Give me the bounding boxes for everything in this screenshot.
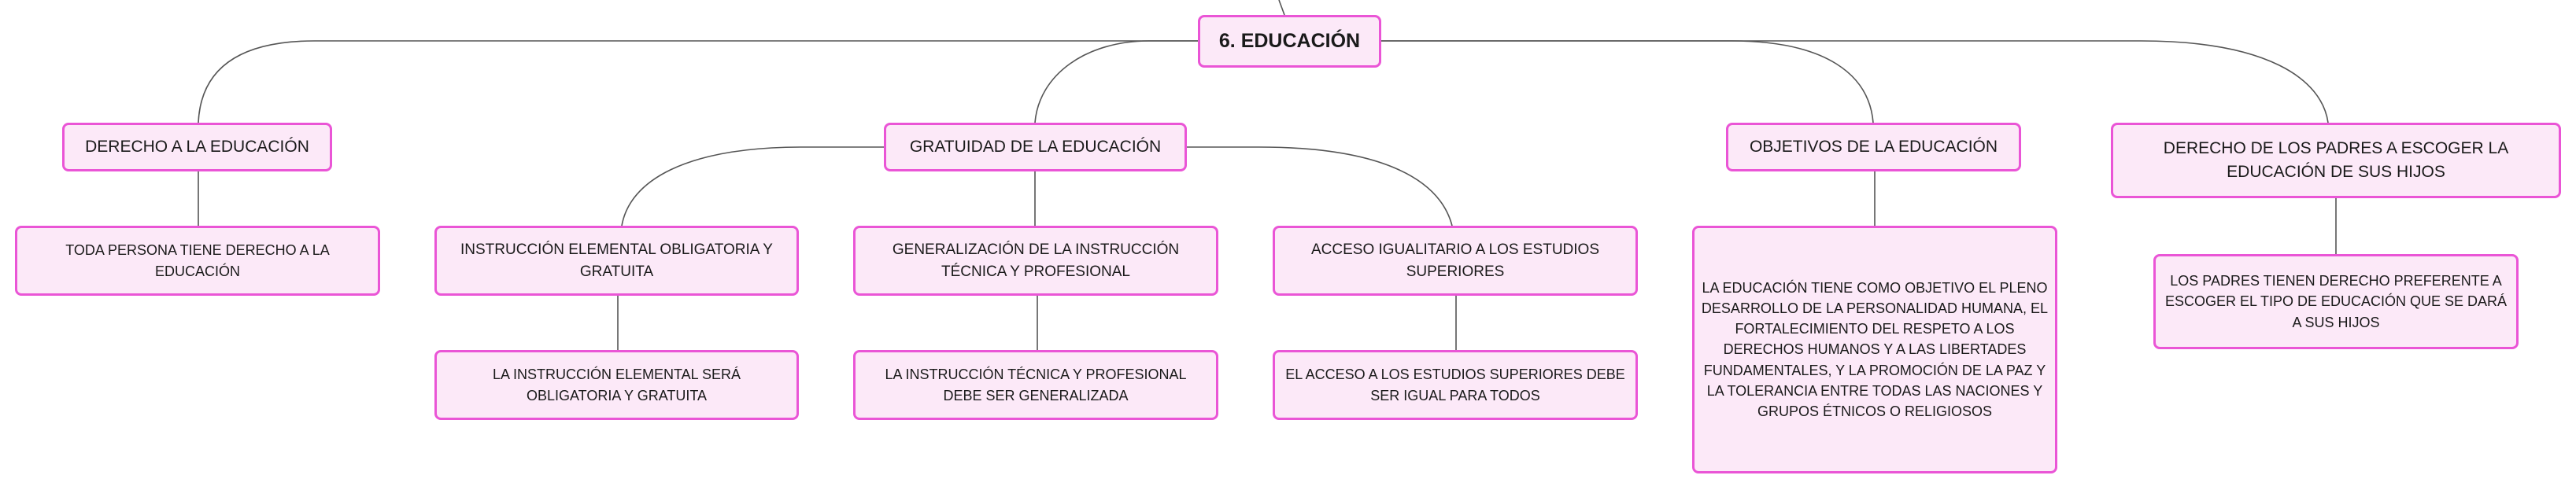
acceso-igualitario-node[interactable]: ACCESO IGUALITARIO A LOS ESTUDIOS SUPERI… [1273,226,1638,296]
objetivos-detail-node[interactable]: LA EDUCACIÓN TIENE COMO OBJETIVO EL PLEN… [1692,226,2057,473]
padres-detail-node[interactable]: LOS PADRES TIENEN DERECHO PREFERENTE A E… [2153,254,2519,349]
connector-gratuidad-acceso [1187,146,1453,227]
connector-root-gratuidad [1034,40,1200,123]
instruccion-elemental-detail-node[interactable]: LA INSTRUCCIÓN ELEMENTAL SERÁ OBLIGATORI… [434,350,799,420]
connector-root-derecho [198,40,1200,123]
topic-padres-node[interactable]: DERECHO DE LOS PADRES A ESCOGER LA EDUCA… [2111,123,2561,198]
topic-objetivos-node[interactable]: OBJETIVOS DE LA EDUCACIÓN [1726,123,2021,171]
connector-root-parent [1278,0,1285,16]
generalizacion-node[interactable]: GENERALIZACIÓN DE LA INSTRUCCIÓN TÉCNICA… [853,226,1218,296]
topic-gratuidad-node[interactable]: GRATUIDAD DE LA EDUCACIÓN [884,123,1187,171]
instruccion-elemental-node[interactable]: INSTRUCCIÓN ELEMENTAL OBLIGATORIA Y GRAT… [434,226,799,296]
central-topic-node[interactable]: 6. EDUCACIÓN [1198,15,1381,68]
topic-derecho-node[interactable]: DERECHO A LA EDUCACIÓN [62,123,332,171]
connector-root-padres [1379,40,2329,123]
acceso-detail-node[interactable]: EL ACCESO A LOS ESTUDIOS SUPERIORES DEBE… [1273,350,1638,420]
derecho-detail-node[interactable]: TODA PERSONA TIENE DERECHO A LA EDUCACIÓ… [15,226,380,296]
generalizacion-detail-node[interactable]: LA INSTRUCCIÓN TÉCNICA Y PROFESIONAL DEB… [853,350,1218,420]
connector-root-objetivos [1379,40,1874,123]
connector-gratuidad-elemental [621,146,884,227]
